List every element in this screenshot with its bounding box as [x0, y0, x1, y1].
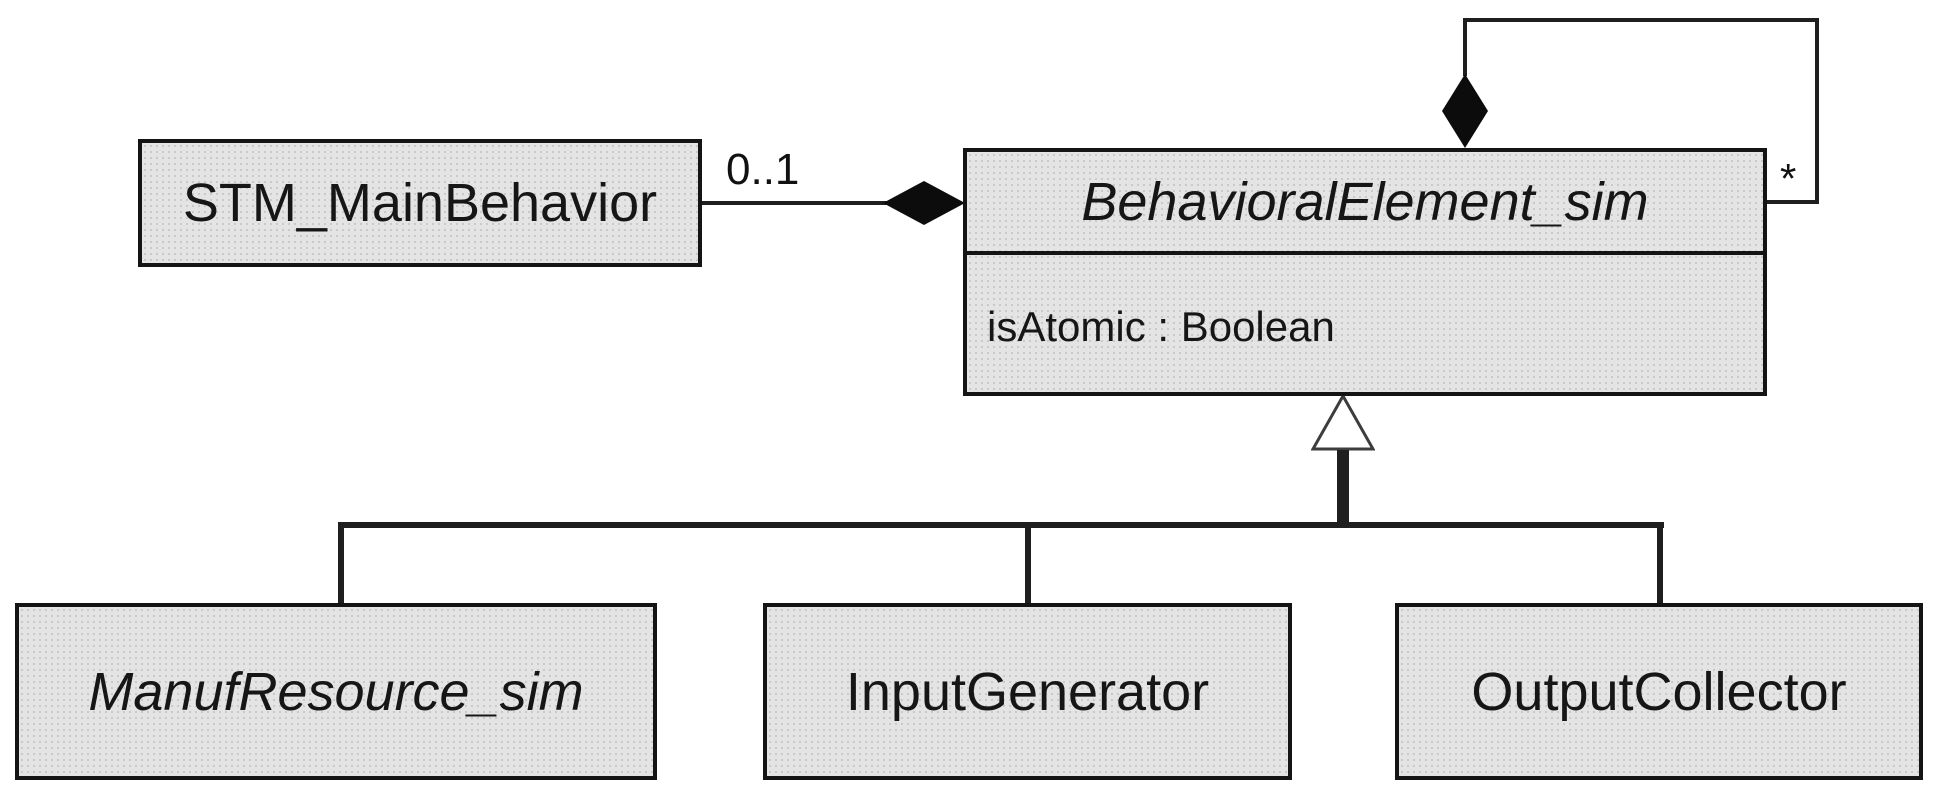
generalization-triangle-icon: [1310, 392, 1376, 452]
multiplicity-label-0-1: 0..1: [726, 145, 800, 194]
class-box-behavioralelement-sim: BehavioralElement_sim isAtomic : Boolean: [963, 148, 1767, 396]
connector-inputgenerator: [1025, 525, 1031, 606]
class-name-outputcollector: OutputCollector: [1471, 661, 1847, 722]
class-name-inputgenerator: InputGenerator: [845, 661, 1210, 722]
connector-manufresource: [338, 525, 344, 606]
class-box-outputcollector: OutputCollector: [1395, 603, 1923, 780]
attribute-compartment: isAtomic : Boolean: [967, 251, 1763, 392]
self-loop-segment-bottom: [1767, 200, 1819, 204]
self-loop-segment-top: [1463, 18, 1819, 22]
class-box-manufresource-sim: ManufResource_sim: [15, 603, 657, 780]
class-box-inputgenerator: InputGenerator: [763, 603, 1292, 780]
multiplicity-label-star: *: [1780, 155, 1797, 202]
self-loop-segment-right: [1815, 18, 1819, 204]
class-box-stm-mainbehavior: STM_MainBehavior: [138, 139, 702, 267]
class-name-behavioralelement-sim: BehavioralElement_sim: [1081, 171, 1649, 232]
self-composition-diamond-icon: [1442, 74, 1488, 148]
generalization-bus-line: [338, 522, 1664, 528]
attribute-isatomic: isAtomic : Boolean: [987, 302, 1335, 350]
class-name-manufresource-sim: ManufResource_sim: [88, 661, 584, 722]
self-loop-segment-left: [1463, 18, 1467, 76]
title-compartment: BehavioralElement_sim: [967, 152, 1763, 251]
class-name-stm-mainbehavior: STM_MainBehavior: [182, 173, 658, 233]
connector-outputcollector: [1657, 525, 1663, 606]
generalization-stub-line: [1337, 450, 1349, 527]
composition-association-line: [702, 201, 887, 205]
composition-diamond-icon: [883, 181, 965, 225]
